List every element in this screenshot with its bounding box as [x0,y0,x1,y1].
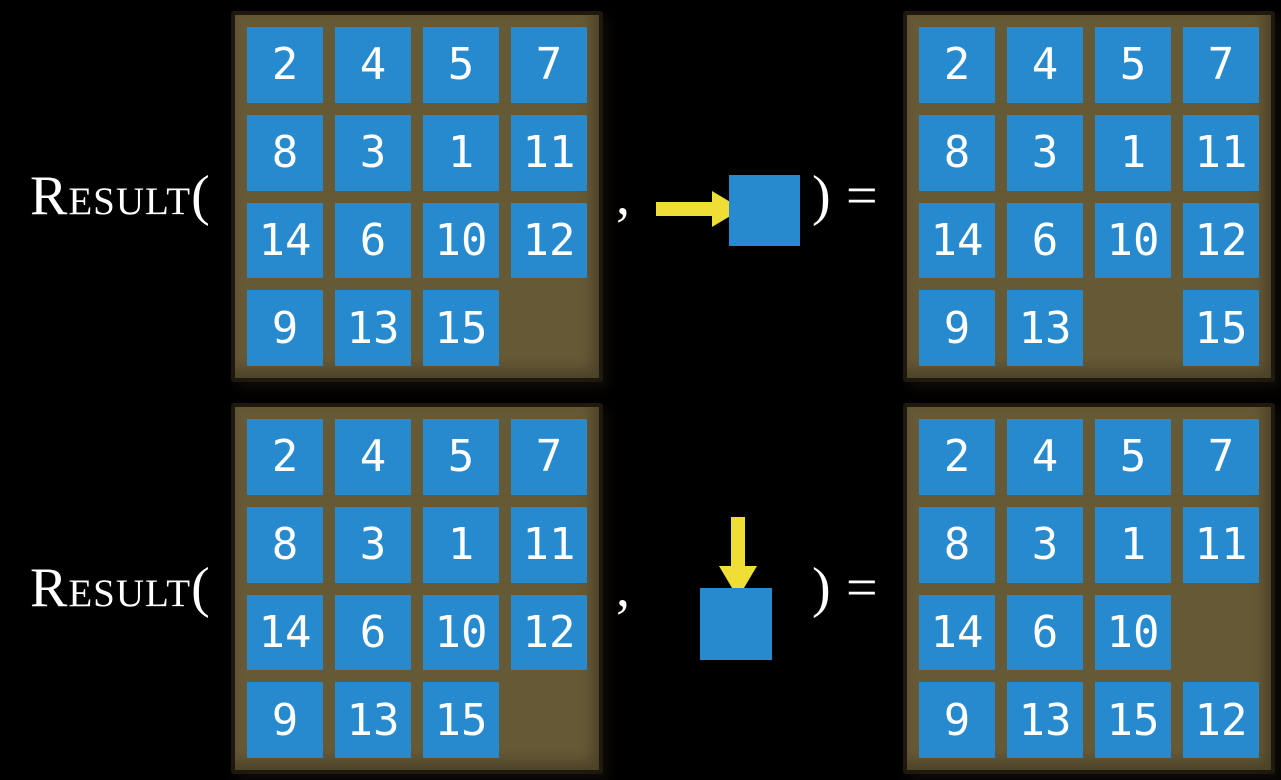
puzzle-tile: 6 [335,202,411,279]
puzzle-tile: 9 [919,682,995,758]
puzzle-tile: 5 [423,419,499,495]
puzzle-tile: 1 [423,506,499,583]
empty-slot [1183,595,1259,671]
empty-slot [511,290,587,366]
result-function-label: Result( [30,557,211,619]
puzzle-tile: 8 [919,506,995,583]
puzzle-tile: 1 [1095,114,1171,191]
empty-slot [1095,290,1171,366]
equals-sign: = [846,557,878,619]
puzzle-tile: 5 [423,27,499,103]
result-function-label: Result( [30,165,211,227]
puzzle-tile: 14 [247,594,323,671]
puzzle-tile: 8 [247,114,323,191]
puzzle-tile: 7 [511,27,587,103]
puzzle-tile: 4 [335,419,411,495]
puzzle-tile: 15 [423,290,499,366]
puzzle-tile: 8 [919,114,995,191]
puzzle-tile: 7 [1183,27,1259,103]
puzzle-tile: 11 [1183,114,1259,191]
puzzle-tile: 4 [335,27,411,103]
comma-separator: , [616,165,630,227]
puzzle-tile: 12 [511,594,587,671]
puzzle-tile: 13 [335,682,411,758]
puzzle-tile: 6 [1007,202,1083,279]
puzzle-tile: 14 [919,202,995,279]
equals-sign: = [846,165,878,227]
puzzle-tile: 2 [919,27,995,103]
down-arrow-icon [719,517,757,598]
puzzle-tile: 9 [247,290,323,366]
puzzle-tile: 10 [1095,202,1171,279]
puzzle-tile: 14 [919,594,995,671]
close-paren: ) [812,557,831,619]
puzzle-tile: 9 [247,682,323,758]
puzzle-tile: 2 [247,419,323,495]
puzzle-tile: 3 [1007,506,1083,583]
puzzle-tile: 13 [1007,290,1083,366]
puzzle-tile: 10 [1095,594,1171,671]
puzzle-tile: 12 [1183,682,1259,758]
puzzle-tile: 1 [1095,506,1171,583]
puzzle-tile: 14 [247,202,323,279]
puzzle-tile: 10 [423,594,499,671]
puzzle-tile: 1 [423,114,499,191]
puzzle-tile: 10 [423,202,499,279]
puzzle-tile: 15 [1095,682,1171,758]
puzzle-tile: 11 [1183,506,1259,583]
puzzle-tile: 2 [919,419,995,495]
puzzle-tile: 7 [511,419,587,495]
empty-slot [511,682,587,758]
puzzle-tile: 15 [1183,290,1259,366]
puzzle-tile: 11 [511,114,587,191]
puzzle-tile: 13 [335,290,411,366]
close-paren: ) [812,165,831,227]
puzzle-tile: 4 [1007,27,1083,103]
puzzle-tile: 11 [511,506,587,583]
puzzle-tile: 12 [511,202,587,279]
puzzle-tile: 2 [247,27,323,103]
puzzle-tile: 3 [335,114,411,191]
comma-separator: , [616,557,630,619]
moved-tile-square [729,175,800,246]
puzzle-tile: 6 [1007,594,1083,671]
puzzle-tile: 12 [1183,202,1259,279]
puzzle-tile: 9 [919,290,995,366]
puzzle-tile: 13 [1007,682,1083,758]
puzzle-tile: 4 [1007,419,1083,495]
puzzle-tile: 3 [1007,114,1083,191]
puzzle-tile: 3 [335,506,411,583]
right-arrow-icon [656,191,742,227]
puzzle-tile: 15 [423,682,499,758]
moved-tile-square [700,588,772,660]
puzzle-tile: 5 [1095,419,1171,495]
puzzle-tile: 8 [247,506,323,583]
puzzle-tile: 6 [335,594,411,671]
puzzle-tile: 7 [1183,419,1259,495]
puzzle-tile: 5 [1095,27,1171,103]
